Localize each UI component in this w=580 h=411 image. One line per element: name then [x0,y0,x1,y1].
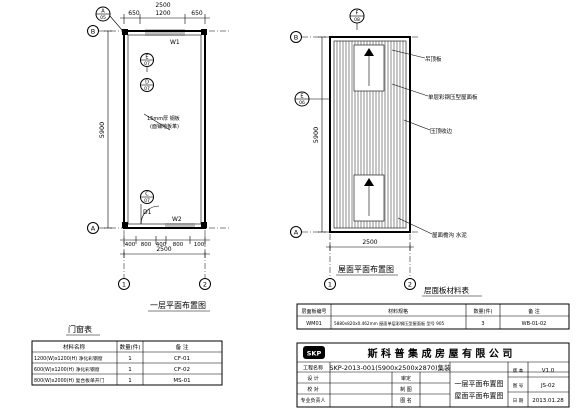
first-floor-plan-title: 一层平面布置图 [150,300,206,310]
floor-note-line-1: 15mm厚 钢板 [147,115,180,122]
section-c-sheet: 07 [144,198,150,204]
callout-ceiling: 吊顶板 [425,55,442,63]
door-window-table-title: 门窗表 [68,324,92,334]
axis-1-right: 1 [328,281,332,289]
drawing-label: 图 名 [400,397,412,404]
window-label-w1: W1 [170,39,180,46]
roof-th-code: 层面板编号 [301,308,326,315]
section-e-letter: E [145,55,148,61]
dw-th-note: 备 注 [176,343,189,351]
section-a-letter: A [101,9,105,15]
sheet-value: JS-02 [540,383,555,389]
sheet-label: 图 号 [513,383,524,389]
section-f-letter: F [356,11,359,17]
window-label-w2: W2 [172,216,182,223]
section-d-letter: D [145,80,149,86]
dim-bottom-800-b: 800 [173,242,184,248]
dim-bottom-100: 100 [194,242,205,248]
dw-row2-note: CF-02 [174,367,190,373]
section-e2-sheet: 06 [299,100,305,106]
callout-roof-panel: 单层彩钢压型屋面板 [428,93,478,101]
dim-total-bottom: 2500 [156,246,171,253]
section-e-sheet: 07 [144,61,150,67]
company-logo [303,346,325,359]
dw-row3-note: MS-01 [173,378,190,384]
project-name: SKP-2013-001(5900x2500x2870)集装 [329,363,451,372]
roof-td-spec: 5880x820x0.462mm 屋面单层彩钢压型屋面板 型号 905 [334,320,445,327]
roof-td-code: WM01 [306,321,322,327]
dim-top-1200: 1200 [155,10,170,17]
checker-label: 审定 [401,375,411,382]
roof-td-qty: 3 [481,321,484,327]
dw-th-name: 材料名称 [63,343,86,351]
dw-row1-qty: 1 [128,356,132,362]
section-a-sheet: 05 [100,15,106,21]
dim-bottom-2500-right: 2500 [362,239,377,246]
dw-row1-note: CF-01 [174,356,190,362]
date-label: 日 期 [513,398,524,404]
dw-row2-name: 600(W)x1200(H) 净化彩钢窗 [34,366,100,373]
dw-row3-qty: 1 [128,378,132,384]
lead-label: 制 图 [400,386,412,393]
roof-material-table: 层面板材料表 层面板编号 材料规格 数量(件) 备 注 WM01 5880x82… [296,285,570,330]
dim-top-650-a: 650 [128,10,140,17]
roof-table-title: 层面板材料表 [424,285,469,295]
dw-row2-qty: 1 [128,367,132,373]
roof-th-qty: 数量(件) [474,308,493,315]
section-d-sheet: 07 [144,86,150,92]
axis-2-right: 2 [408,281,412,289]
axis-1-left: 1 [122,281,126,289]
dim-bottom-800-a: 800 [141,242,152,248]
roof-plan-title: 屋面平面布置图 [338,264,394,274]
version-label: 版 本 [513,367,524,374]
axis-b-left: B [91,28,95,36]
approver-label: 专业负责人 [300,397,325,404]
designer-label: 设 计 [307,375,319,382]
callout-flashing: 压顶收边 [430,127,453,135]
section-f-sheet: 08 [354,17,360,23]
axis-a-left: A [91,225,96,233]
drawing-name-first-floor: 一层平面布置图 [455,379,504,388]
roof-th-spec: 材料规格 [388,308,408,315]
roof-td-note: WB-01-02 [522,321,547,327]
company-logo-text: SKP [307,350,322,358]
company-name: 斯 科 普 集 成 房 屋 有 限 公 司 [368,347,513,360]
dim-total-top: 2500 [155,2,170,9]
title-block: SKP 斯 科 普 集 成 房 屋 有 限 公 司 工程名称 SKP-2013-… [296,342,570,408]
axis-2-left: 2 [203,281,207,289]
roof-plan: F 08 B A 5900 E 06 [290,8,478,290]
dim-side-5900-right: 5900 [312,127,320,144]
dim-top-650-b: 650 [191,10,203,17]
dw-row1-name: 1200(W)x1200(H) 净化彩钢窗 [34,355,103,362]
dw-row3-name: 800(W)x2000(H) 复合板单开门 [34,377,105,384]
checker2-label: 校 对 [307,386,319,393]
door-label-d1: D1 [143,209,152,216]
callout-gutter: 屋面檐沟 水泥 [432,231,467,239]
axis-b-right: B [294,34,298,42]
drawing-name-roof: 屋面平面布置图 [455,391,504,400]
version-value: V1.0 [542,368,555,374]
roof-th-note: 备 注 [528,308,540,315]
dw-th-qty: 数量(件) [120,343,141,351]
axis-a-right: A [294,229,299,237]
dim-side-5900: 5900 [98,122,106,139]
first-floor-plan: 650 1200 650 A 05 B A 5900 [87,6,230,312]
date-value: 2013.01.28 [532,398,564,404]
project-label: 工程名称 [303,365,323,372]
section-e2-letter: E [300,94,303,100]
dim-bottom-400-b: 400 [156,242,167,248]
section-c-letter: C [145,192,149,198]
door-window-table: 门窗表 材料名称 数量(件) 备 注 1200(W)x1200(H) 净化彩钢窗… [31,324,223,386]
dim-bottom-400-a: 400 [125,242,136,248]
